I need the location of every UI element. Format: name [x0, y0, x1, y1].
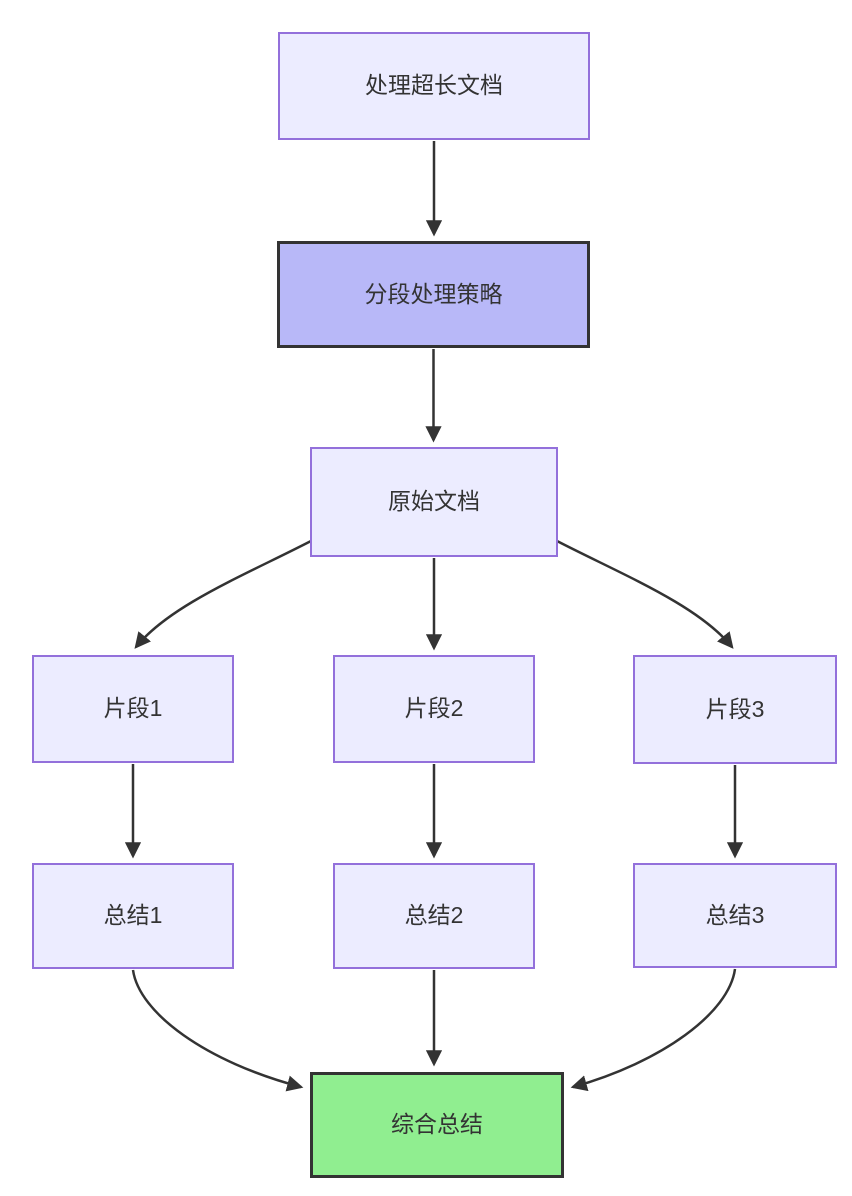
node-segment-1: 片段1	[32, 655, 234, 763]
node-label: 总结2	[404, 902, 464, 929]
node-summary-3: 总结3	[633, 863, 837, 968]
edge-doc-seg3	[556, 539, 734, 649]
node-label: 分段处理策略	[364, 280, 503, 307]
node-original-doc: 原始文档	[310, 447, 558, 557]
node-final-summary: 综合总结	[310, 1072, 564, 1178]
node-segment-2: 片段2	[333, 655, 535, 763]
node-label: 片段2	[404, 695, 464, 722]
node-label: 片段3	[705, 695, 765, 722]
node-label: 总结3	[705, 901, 765, 928]
node-label: 原始文档	[388, 488, 480, 515]
node-summary-1: 总结1	[32, 863, 234, 969]
node-process-long-doc: 处理超长文档	[278, 32, 590, 140]
node-label: 总结1	[103, 902, 163, 929]
node-summary-2: 总结2	[333, 863, 535, 969]
node-label: 处理超长文档	[365, 72, 503, 99]
node-label: 片段1	[103, 695, 163, 722]
edge-sum3-final	[570, 968, 737, 1092]
node-segment-strategy: 分段处理策略	[277, 241, 590, 348]
edge-doc-seg1	[134, 539, 312, 649]
node-label: 综合总结	[391, 1111, 483, 1138]
edge-sum1-final	[131, 969, 304, 1092]
node-segment-3: 片段3	[633, 655, 837, 764]
